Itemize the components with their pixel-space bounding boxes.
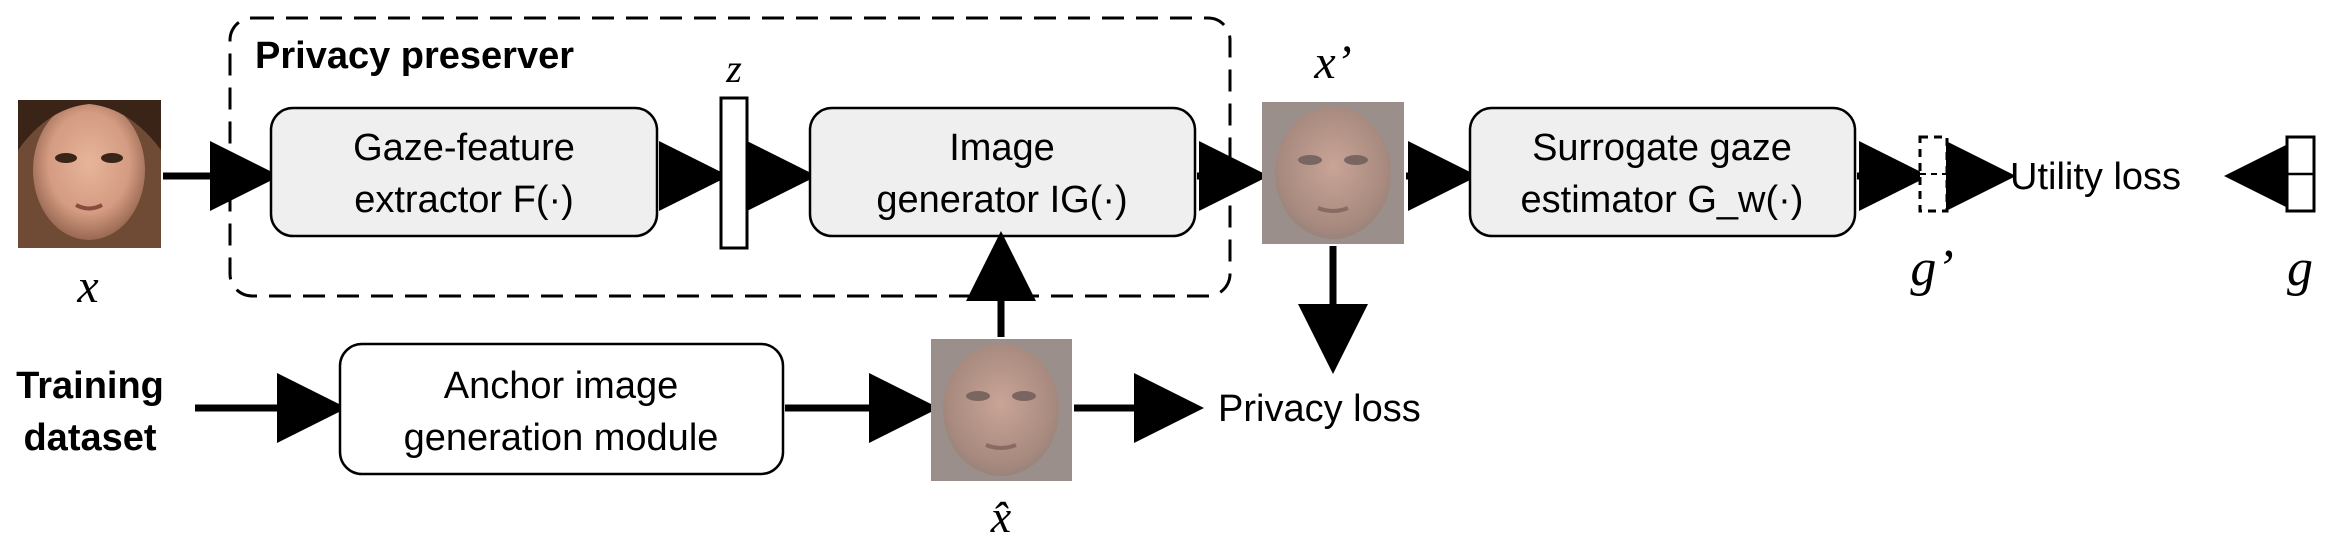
anchor-module-label-line1: Anchor image: [444, 365, 678, 407]
predicted-gaze-symbol: g’: [1910, 240, 1953, 297]
generator-label-line2: generator IG(·): [876, 179, 1127, 221]
surrogate-gaze-estimator-block: [1468, 106, 1857, 238]
surrogate-label-line1: Surrogate gaze: [1532, 127, 1792, 169]
gaze-feature-extractor-block: [269, 106, 659, 238]
latent-symbol: z: [725, 46, 742, 91]
training-dataset-label-line2: dataset: [23, 417, 156, 459]
latent-vector-z: [719, 96, 749, 250]
surrogate-label-line2: estimator G_w(·): [1521, 179, 1804, 221]
anchor-image-generation-module: [338, 342, 785, 476]
anchor-module-label-line2: generation module: [404, 417, 719, 459]
generator-label-line1: Image: [949, 127, 1055, 169]
utility-loss-label: Utility loss: [2010, 156, 2181, 198]
output-face-image: [1262, 102, 1404, 244]
anchor-symbol: x̂: [990, 491, 1012, 542]
input-symbol: x: [76, 260, 98, 313]
input-face-image: [18, 100, 161, 248]
extractor-label-line1: Gaze-feature: [353, 127, 575, 169]
privacy-loss-label: Privacy loss: [1218, 388, 1421, 430]
training-dataset-label-line1: Training: [16, 365, 164, 407]
output-symbol: x’: [1313, 36, 1351, 89]
privacy-preserver-title: Privacy preserver: [255, 35, 574, 77]
anchor-face-image: [931, 339, 1072, 481]
extractor-label-line2: extractor F(·): [354, 179, 574, 221]
true-gaze-symbol: g: [2287, 240, 2313, 297]
